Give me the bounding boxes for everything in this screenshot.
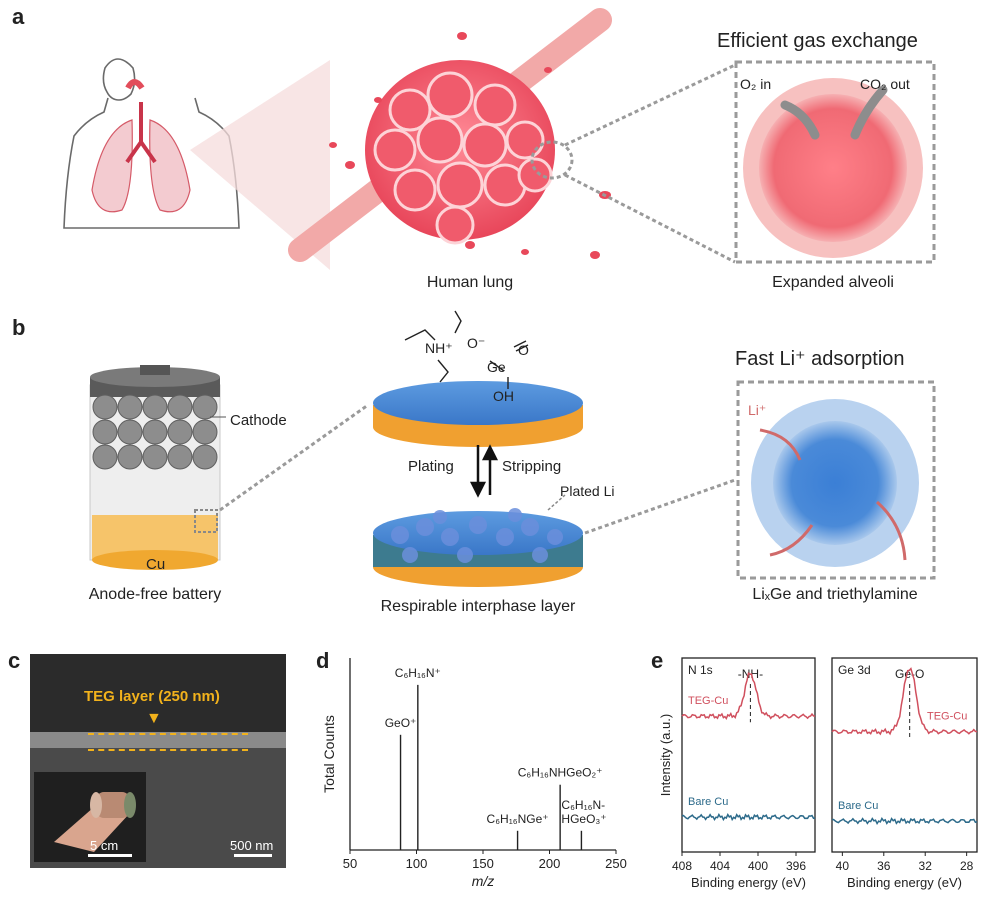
peak-label: HGeO₃⁺ [561, 812, 606, 826]
panel-b-title: Fast Li⁺ adsorption [735, 348, 905, 370]
li-ion-label: Li⁺ [748, 402, 767, 418]
teg-dashed-bottom [88, 749, 248, 751]
panel-c-letter: c [8, 648, 21, 673]
x-tick-label: 250 [605, 856, 627, 871]
co2-out-label: CO₂ out [860, 76, 910, 92]
teg-molecule [404, 310, 529, 389]
y-axis-label: Intensity (a.u.) [660, 714, 673, 796]
panel-b-illustration [89, 310, 936, 587]
x-tick-label: 396 [786, 859, 806, 873]
x-tick-label: 404 [710, 859, 730, 873]
series-line [681, 671, 816, 721]
x-tick-label: 408 [672, 859, 692, 873]
lung-cluster [365, 60, 555, 245]
main-scale-label: 500 nm [230, 838, 274, 853]
molecule-oh: OH [493, 388, 514, 404]
interphase-caption: Respirable interphase layer [380, 598, 576, 615]
battery-caption: Anode-free battery [88, 586, 222, 603]
x-tick-label: 400 [748, 859, 768, 873]
molecule-o-minus: O⁻ [467, 335, 486, 351]
panel-a-title: Efficient gas exchange [717, 30, 918, 52]
x-tick-label: 32 [919, 859, 933, 873]
panel-e-letter: e [651, 648, 664, 673]
panel-b-letter: b [12, 315, 26, 340]
molecule-n: NH⁺ [425, 340, 453, 356]
x-axis-label: Binding energy (eV) [691, 875, 806, 890]
human-lungs [91, 119, 191, 213]
stripping-label: Stripping [502, 458, 562, 475]
x-tick-label: 36 [877, 859, 891, 873]
battery [89, 365, 221, 570]
y-axis-label: Total Counts [321, 715, 337, 793]
top-disk [373, 381, 583, 447]
alveoli-caption: Expanded alveoli [772, 274, 894, 291]
cu-label: Cu [146, 556, 166, 573]
series-label: TEG-Cu [688, 695, 728, 707]
region-title: Ge 3d [838, 663, 871, 677]
x-tick-label: 200 [539, 856, 561, 871]
molecule-ge: Ge [487, 359, 506, 375]
peak-label: C₆H₁₆NGe⁺ [487, 812, 549, 826]
series-label: Bare Cu [838, 800, 878, 812]
series-line [831, 817, 978, 826]
mass-spectrum-chart: 50 100 150 200 250 m/z Total Counts GeO⁺ C₆H₁₆N⁺… [321, 658, 627, 889]
x-tick-label: 50 [343, 856, 357, 871]
plating-label: Plating [408, 458, 454, 475]
teg-layer-label: TEG layer (250 nm) [84, 688, 220, 705]
x-tick-label: 100 [406, 856, 428, 871]
cathode-label: Cathode [230, 412, 287, 429]
x-tick-label: 40 [836, 859, 850, 873]
plot-frame [831, 657, 978, 853]
x-axis-label: Binding energy (eV) [847, 875, 962, 890]
x-axis-label: m/z [472, 873, 495, 889]
x-tick-label: 28 [960, 859, 974, 873]
panel-d-letter: d [316, 648, 330, 673]
plated-li-label: Plated Li [560, 483, 615, 499]
main-scale-bar [234, 854, 272, 857]
panel-a-illustration [63, 8, 936, 270]
peak-annotation: Ge-O [895, 667, 924, 681]
x-tick-label: 150 [472, 856, 494, 871]
teg-dashed-top [88, 733, 248, 735]
peak-label: GeO⁺ [385, 716, 417, 730]
bottom-disk [373, 508, 583, 587]
series-label: TEG-Cu [927, 711, 967, 723]
peak-label: C₆H₁₆NHGeO₂⁺ [518, 766, 603, 780]
human-lung-caption: Human lung [426, 274, 514, 291]
down-arrow-icon: ▼ [146, 710, 162, 727]
human-torso [63, 58, 240, 229]
foil-photo-inset [34, 772, 146, 862]
peak-label: C₆H₁₆N- [561, 798, 605, 812]
o2-in-label: O₂ in [740, 76, 772, 92]
series-line [831, 667, 978, 736]
inset-scale-label: 5 cm [90, 838, 119, 853]
series-line [681, 813, 816, 822]
plot-frame [681, 657, 816, 853]
series-label: Bare Cu [688, 796, 728, 808]
panel-a-letter: a [12, 4, 25, 29]
region-title: N 1s [688, 663, 713, 677]
inset-scale-bar [88, 854, 132, 857]
sem-image: TEG layer (250 nm) ▼ 5 cm 500 nm [30, 654, 286, 868]
molecule-o: O [518, 342, 529, 358]
li-caption: LiₓGe and triethylamine [752, 586, 918, 603]
peak-label: C₆H₁₆N⁺ [395, 666, 441, 680]
